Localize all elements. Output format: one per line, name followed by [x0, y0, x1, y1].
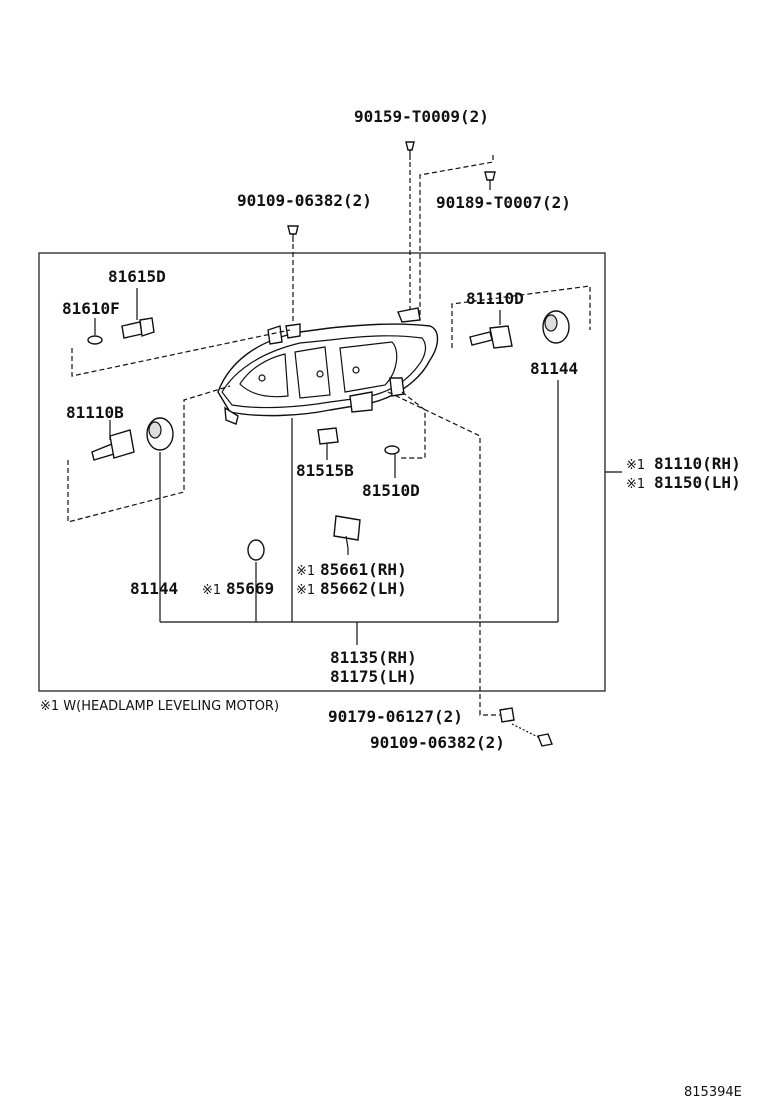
- label-81515B: 81515B: [296, 461, 354, 480]
- label-81144-right: 81144: [530, 359, 578, 378]
- label-81110-rh: 81110(RH): [654, 454, 741, 473]
- diagram-code: 815394E: [684, 1085, 742, 1100]
- label-81135-rh: 81135(RH): [330, 648, 417, 667]
- group-81110D: [451, 285, 591, 348]
- cap-81144-right: [542, 310, 570, 344]
- label-81615D: 81615D: [108, 267, 166, 286]
- bolt-90159: [405, 141, 415, 160]
- bulb-81615D: [121, 317, 155, 339]
- label-81110B: 81110B: [66, 403, 124, 422]
- mark-81150: ※1: [626, 477, 645, 492]
- group-81110B: [67, 385, 231, 523]
- o-ring-85669: [247, 539, 265, 561]
- label-90159: 90159-T0009(2): [354, 107, 489, 126]
- leader-90179: [387, 391, 500, 716]
- screw-90109-bottom: [537, 733, 553, 747]
- label-90109-bottom: 90109-06382(2): [370, 733, 505, 752]
- cap-81144-left: [146, 417, 174, 451]
- mark-81110: ※1: [626, 458, 645, 473]
- label-81144-left: 81144: [130, 579, 178, 598]
- label-81510D: 81510D: [362, 481, 420, 500]
- nut-90179: [499, 707, 515, 723]
- label-90179: 90179-06127(2): [328, 707, 463, 726]
- label-85661-rh: 85661(RH): [320, 560, 407, 579]
- label-81150-lh: 81150(LH): [654, 473, 741, 492]
- bulb-81110B: [91, 429, 135, 461]
- footnote: ※1 W(HEADLAMP LEVELING MOTOR): [40, 699, 279, 714]
- headlamp-housing: [217, 307, 439, 425]
- mark-85669: ※1: [202, 583, 221, 598]
- label-90189: 90189-T0007(2): [436, 193, 571, 212]
- leader-90189: [419, 155, 494, 320]
- socket-81515B: [317, 427, 339, 445]
- mark-85662: ※1: [296, 583, 315, 598]
- bulb-81110D: [469, 325, 513, 349]
- screw-90109-top: [287, 225, 299, 242]
- label-85662-lh: 85662(LH): [320, 579, 407, 598]
- clip-90189: [484, 171, 496, 190]
- leveling-motor: [333, 515, 361, 549]
- bulb-81510D: [384, 445, 400, 455]
- group-81510D: [400, 391, 426, 459]
- label-81610F: 81610F: [62, 299, 120, 318]
- group-81610: [71, 329, 291, 377]
- mark-85661: ※1: [296, 564, 315, 579]
- leader-90109-bottom: [511, 723, 541, 739]
- label-81110D: 81110D: [466, 289, 524, 308]
- label-90109-top: 90109-06382(2): [237, 191, 372, 210]
- bulb-81610F: [87, 335, 103, 345]
- label-85669: 85669: [226, 579, 274, 598]
- label-81175-lh: 81175(LH): [330, 667, 417, 686]
